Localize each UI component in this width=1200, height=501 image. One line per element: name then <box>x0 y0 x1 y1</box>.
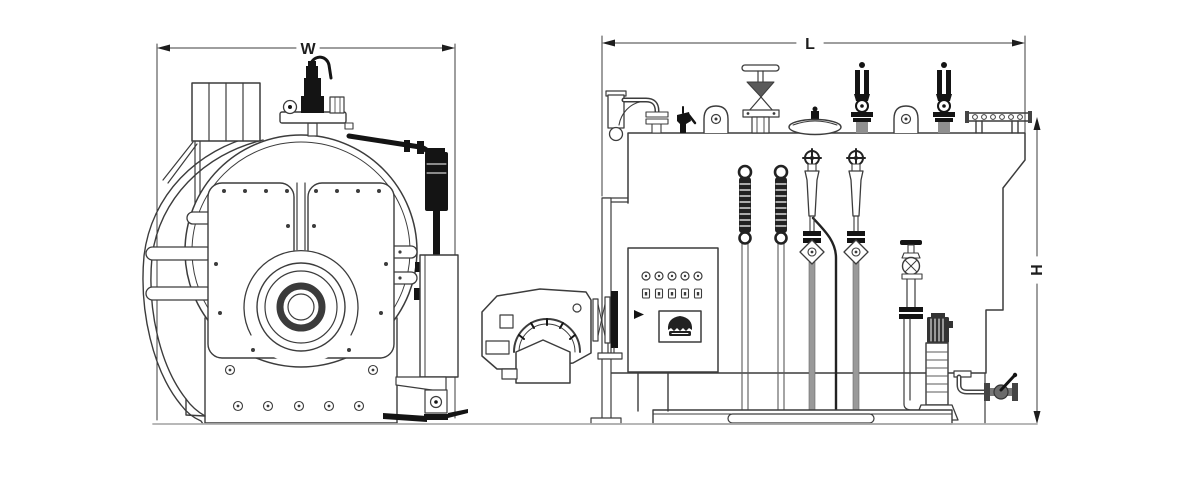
dimension-l: L <box>601 35 1026 197</box>
front-view: W <box>142 41 468 425</box>
panel-switches <box>641 288 703 299</box>
valve-lever <box>309 55 333 80</box>
manhole-cover <box>788 106 842 136</box>
arrow-right-icon <box>1012 39 1025 47</box>
brand-logo-icon <box>667 316 693 336</box>
flow-arrow-icon <box>634 310 644 319</box>
arrow-left-icon <box>157 44 170 52</box>
lifting-lug <box>703 105 729 134</box>
door-bolts <box>214 189 388 352</box>
burner-cover <box>515 339 571 384</box>
safety-valve-front <box>279 55 354 137</box>
control-panel <box>627 247 719 412</box>
height-dimension-label: H <box>1027 264 1044 276</box>
header-pipe <box>965 111 1032 134</box>
arrow-up-icon <box>1033 117 1041 130</box>
burner-flange <box>611 291 618 348</box>
arrow-left-icon <box>602 39 615 47</box>
safety-valve-2 <box>933 62 955 133</box>
dimension-h: H <box>1027 117 1044 424</box>
valve-handle <box>999 374 1016 392</box>
gauge-glass-2 <box>773 164 789 413</box>
gauge-glass-1 <box>737 164 753 413</box>
lifting-lug <box>893 105 919 134</box>
side-view: L <box>481 35 1044 425</box>
feed-check-valve <box>899 240 923 411</box>
arrow-right-icon <box>442 44 455 52</box>
pedestal-bolts <box>224 364 379 412</box>
burner-opening <box>243 249 359 364</box>
indicator-lights <box>641 271 703 281</box>
valve-body <box>301 61 324 113</box>
base-pedestal <box>204 317 398 424</box>
width-dimension-label: W <box>300 41 316 58</box>
side-cabinet <box>383 254 468 422</box>
drain-cock-valve <box>677 106 697 133</box>
burner <box>481 288 623 384</box>
safety-valve-1 <box>851 62 873 133</box>
length-dimension-label: L <box>805 36 815 53</box>
water-column <box>605 90 669 142</box>
main-steam-valve <box>741 64 780 134</box>
pipe-flange <box>645 111 669 118</box>
level-probe-1 <box>799 148 838 414</box>
level-probe-2 <box>843 148 869 413</box>
base-skid <box>652 409 953 425</box>
blowdown-valve <box>953 370 1018 401</box>
arrow-down-icon <box>1033 411 1041 424</box>
blowdown-header <box>727 413 875 424</box>
